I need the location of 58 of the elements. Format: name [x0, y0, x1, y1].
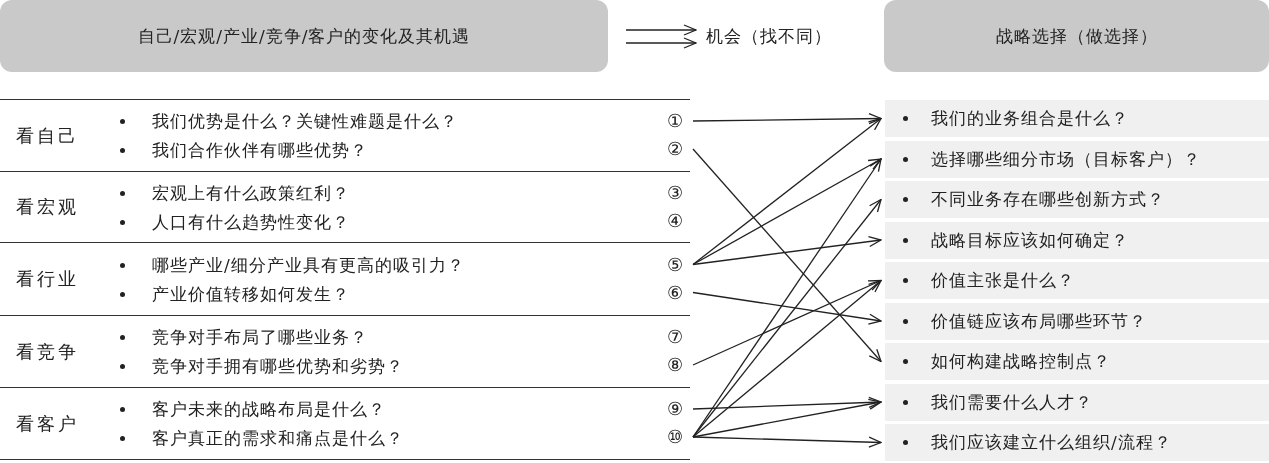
arrow: [692, 279, 882, 366]
item-number: ⑩: [663, 425, 687, 449]
arrow: [692, 117, 882, 266]
category-label: 看客户: [16, 411, 79, 436]
category-label: 看宏观: [16, 195, 79, 219]
choice-box: [885, 343, 1269, 380]
category-label: 看行业: [16, 267, 79, 291]
item-number: ②: [663, 137, 687, 161]
question-text: 人口有什么趋势性变化？: [152, 210, 350, 234]
question-text: 价值主张是什么？: [931, 269, 1075, 292]
choice-box: [885, 424, 1269, 461]
choice-box: [885, 140, 1269, 178]
header-box: 自己/宏观/产业/竞争/客户的变化及其机遇: [0, 0, 608, 72]
item-number: ⑥: [663, 280, 687, 305]
category-label: 看竞争: [16, 339, 79, 364]
item-number: ⑧: [663, 353, 687, 377]
item-number: ①: [663, 109, 687, 133]
arrow: [692, 396, 882, 410]
question-text: 客户真正的需求和痛点是什么？: [152, 427, 404, 450]
question-text: 价值链应该布局哪些环节？: [931, 309, 1147, 333]
arrow: [692, 148, 882, 363]
category-label: 看自己: [16, 123, 79, 148]
question-text: 我们应该建立什么组织/流程？: [931, 431, 1172, 454]
question-text: 如何构建战略控制点？: [931, 350, 1111, 373]
item-number: ⑤: [663, 252, 687, 277]
question-text: 我们合作伙伴有哪些优势？: [152, 139, 368, 162]
arrow: [692, 158, 882, 266]
question-text: 宏观上有什么政策红利？: [152, 181, 350, 205]
item-number: ⑦: [663, 325, 687, 349]
choice-box: [885, 262, 1269, 299]
question-text: 不同业务存在哪些创新方式？: [931, 188, 1165, 211]
header-box: 战略选择（做选择）: [884, 0, 1269, 72]
question-text: 我们优势是什么？关键性难题是什么？: [152, 110, 458, 133]
arrow: [692, 436, 882, 448]
arrow: [625, 24, 697, 36]
question-text: 竞争对手布局了哪些业务？: [152, 326, 368, 349]
question-text: 产业价值转移如何发生？: [152, 282, 350, 306]
item-number: ③: [663, 180, 687, 205]
opportunity-label: 机会（找不同）: [706, 20, 876, 52]
question-text: 选择哪些细分市场（目标客户）？: [931, 147, 1201, 171]
item-number: ④: [663, 208, 687, 233]
arrow: [692, 279, 882, 438]
question-text: 战略目标应该如何确定？: [931, 228, 1129, 252]
question-text: 我们需要什么人才？: [931, 390, 1093, 414]
arrow: [692, 235, 882, 266]
question-text: 哪些产业/细分产业具有更高的吸引力？: [152, 253, 465, 277]
item-number: ⑨: [663, 397, 687, 421]
choice-box: [885, 302, 1269, 340]
arrow: [625, 37, 697, 49]
choice-box: [885, 181, 1269, 218]
choice-box: [885, 383, 1269, 421]
choice-box: [885, 100, 1269, 137]
question-text: 竞争对手拥有哪些优势和劣势？: [152, 355, 404, 378]
question-text: 客户未来的战略布局是什么？: [152, 398, 386, 421]
arrow: [692, 113, 882, 125]
arrow: [692, 291, 882, 325]
question-text: 我们的业务组合是什么？: [931, 107, 1129, 130]
choice-box: [885, 221, 1269, 259]
